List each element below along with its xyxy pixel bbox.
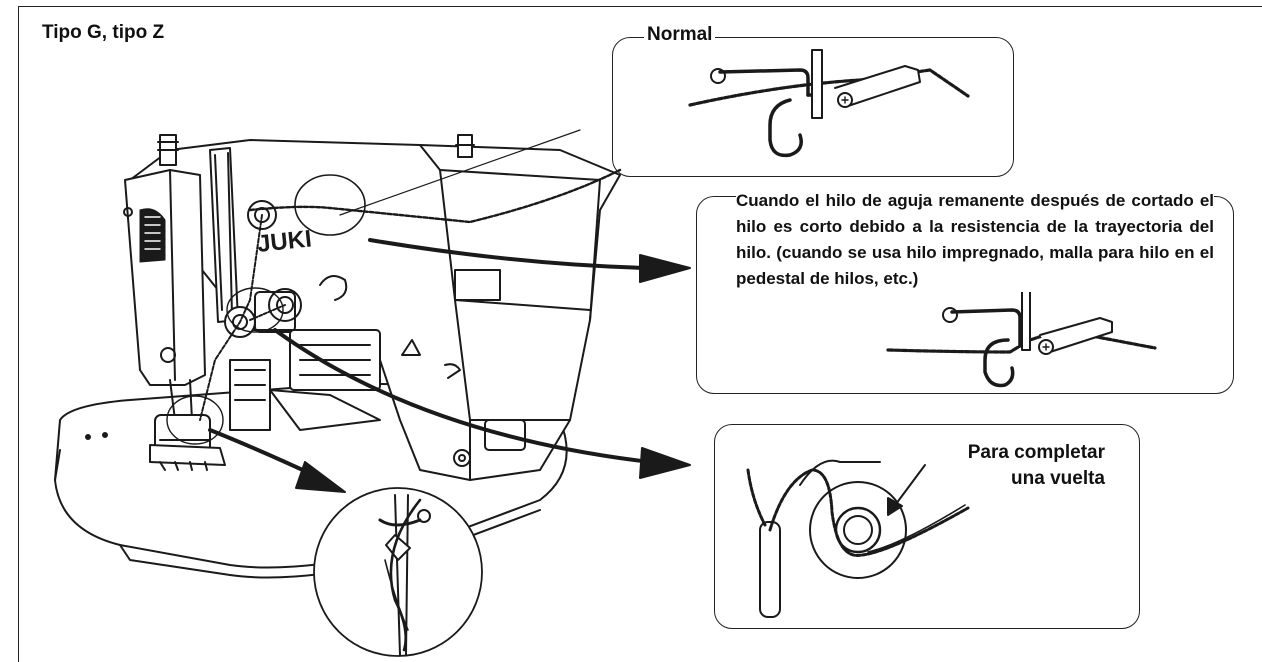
sewing-machine-icon: JUKI [54, 134, 622, 579]
arrow-icon [273, 328, 691, 479]
brand-logo: JUKI [256, 225, 313, 258]
magnifier-thread-guide [294, 174, 366, 236]
magnifier-needle [166, 395, 224, 445]
page-frame [18, 6, 1262, 662]
needle-icon [313, 487, 483, 657]
arrow-icon [208, 428, 346, 493]
thread-guide-icon [688, 49, 970, 158]
tension-disc-icon [746, 459, 970, 618]
arrow-icon [368, 238, 691, 283]
panel-normal-label: Normal [644, 24, 716, 46]
panel-turn [714, 424, 1140, 629]
leader-normal [339, 129, 581, 216]
panel-turn-label-line1: Para completar [967, 442, 1105, 463]
panel-short-thread-description: Cuando el hilo de aguja remanente despué… [736, 188, 1214, 292]
panel-turn-label: Para completar una vuelta [900, 440, 1105, 500]
magnifier-tension [226, 287, 284, 333]
page-title: Tipo G, tipo Z [42, 22, 165, 43]
thread-guide-icon [886, 289, 1157, 388]
panel-normal [612, 37, 1014, 177]
panel-turn-label-line2: una vuelta [1011, 468, 1105, 489]
arrow-icon [887, 464, 926, 516]
